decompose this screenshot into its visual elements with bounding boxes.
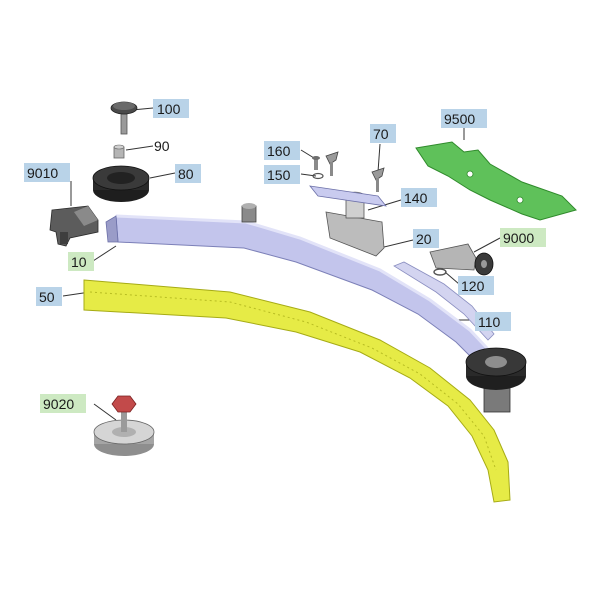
svg-text:10: 10 bbox=[71, 254, 87, 270]
part-110-strip bbox=[393, 261, 495, 341]
label-tag-160: 160 bbox=[264, 141, 300, 160]
part-110-end-wheel bbox=[465, 347, 527, 413]
svg-text:50: 50 bbox=[39, 289, 55, 305]
part-80-wheel bbox=[92, 165, 150, 202]
svg-text:80: 80 bbox=[178, 166, 194, 182]
part-10-frame bbox=[105, 203, 502, 373]
label-tag-110: 110 bbox=[475, 312, 511, 331]
label-tag-80: 80 bbox=[175, 164, 201, 183]
part-160-screw bbox=[312, 156, 320, 170]
label-tag-140: 140 bbox=[401, 188, 437, 207]
label-tag-150: 150 bbox=[264, 165, 300, 184]
svg-text:120: 120 bbox=[461, 278, 485, 294]
label-tag-120: 120 bbox=[458, 276, 494, 295]
part-90-spacer bbox=[113, 144, 125, 159]
label-tag-100: 100 bbox=[153, 99, 189, 118]
part-9020-knob-assembly bbox=[93, 395, 155, 456]
svg-text:9000: 9000 bbox=[503, 230, 534, 246]
label-tag-90: 90 bbox=[154, 138, 170, 154]
part-100-knob bbox=[110, 101, 138, 135]
svg-text:100: 100 bbox=[157, 101, 181, 117]
svg-text:20: 20 bbox=[416, 231, 432, 247]
svg-text:150: 150 bbox=[267, 167, 291, 183]
svg-text:140: 140 bbox=[404, 190, 428, 206]
svg-text:9010: 9010 bbox=[27, 165, 58, 181]
label-tag-10: 10 bbox=[68, 252, 94, 271]
label-tag-9500: 9500 bbox=[441, 109, 487, 128]
svg-text:9020: 9020 bbox=[43, 396, 74, 412]
svg-text:110: 110 bbox=[478, 314, 501, 330]
part-70-wing-screws bbox=[325, 151, 385, 192]
label-tag-50: 50 bbox=[36, 287, 62, 306]
label-tag-70: 70 bbox=[370, 124, 396, 143]
label-tag-20: 20 bbox=[413, 229, 439, 248]
label-tag-9020: 9020 bbox=[40, 394, 86, 413]
label-tag-9010: 9010 bbox=[24, 163, 70, 182]
part-9500-gasket bbox=[415, 141, 577, 221]
svg-text:70: 70 bbox=[373, 126, 389, 142]
svg-text:90: 90 bbox=[154, 138, 170, 154]
part-120-washer bbox=[433, 268, 447, 276]
part-150-washer bbox=[312, 172, 324, 180]
label-tag-9000: 9000 bbox=[500, 228, 546, 247]
leader-lines bbox=[62, 107, 501, 421]
svg-text:9500: 9500 bbox=[444, 111, 475, 127]
part-9000-caster bbox=[429, 243, 494, 276]
part-140-plate bbox=[309, 185, 387, 207]
svg-text:160: 160 bbox=[267, 143, 291, 159]
part-50-squeegee bbox=[83, 279, 511, 503]
part-9010-bracket bbox=[49, 205, 99, 247]
